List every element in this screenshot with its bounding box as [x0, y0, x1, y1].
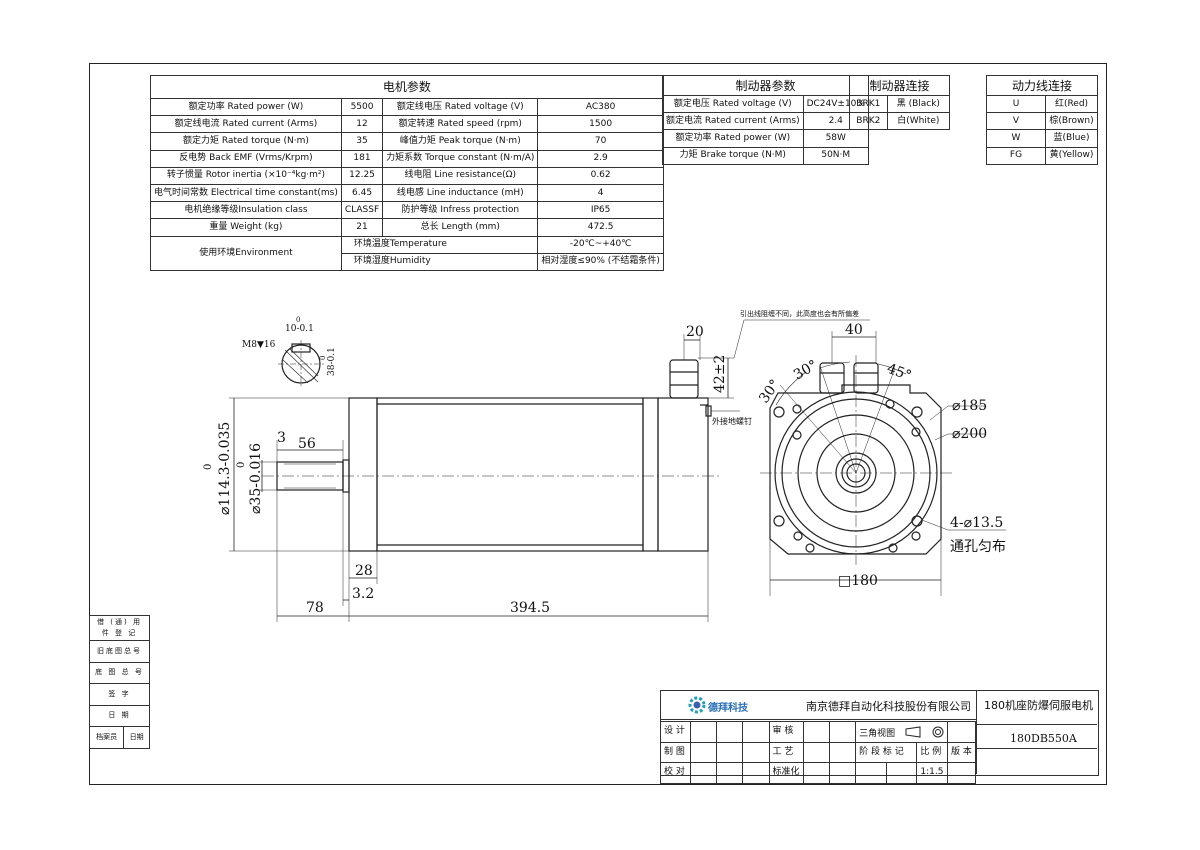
dim-angle-30b: 30° — [791, 357, 821, 383]
motor-rear-cap — [642, 397, 659, 552]
dim-square-180: □180 — [838, 573, 878, 589]
dim-width-40: 40 — [845, 322, 863, 338]
dim-shaft-key: M8▼16 — [242, 340, 276, 350]
strip-archivist: 档案员 — [88, 726, 125, 749]
dim-shaft-tol: 0 — [236, 462, 247, 468]
motor-rear-end — [657, 397, 709, 552]
dim-diameter-200: ⌀200 — [952, 426, 987, 442]
dim-len-3945: 394.5 — [510, 600, 550, 616]
dim-height-42: 42±2 — [712, 355, 728, 393]
projection-symbol-icon — [905, 726, 944, 738]
dim-key-width-tol: 0 — [296, 316, 300, 324]
title-block-grid: 设 计 审 核 三角视图 制 图 工 艺 阶 段 标 记 比 例 版 本 校 对… — [660, 721, 976, 784]
strip-archive-date: 日期 — [123, 726, 150, 749]
dim-holes-note: 通孔匀布 — [950, 539, 1006, 555]
product-title: 180机座防爆伺服电机 — [984, 699, 1093, 712]
env-humidity-value: 相对湿度≤90% (不结霜条件) — [537, 252, 664, 271]
note-cable: 引出线阻缠不同，此高度也会有所偏差 — [740, 309, 859, 318]
brake-wire-value: 白(White) — [886, 112, 951, 131]
dim-step-3: 3 — [277, 430, 286, 446]
front-connector-1 — [819, 362, 845, 394]
dim-angle-45: 45° — [885, 361, 914, 385]
dim-width-20: 20 — [686, 324, 704, 340]
logo-text: 德拜科技 — [708, 703, 748, 714]
brake-param-value: 50N·M — [802, 146, 869, 165]
env-humidity-label: 环境湿度Humidity — [340, 252, 539, 271]
dim-len-32: 3.2 — [352, 586, 374, 602]
connector-body — [669, 359, 699, 399]
dim-spigot-tol: 0 — [203, 464, 214, 470]
brake-wiring-title: 制动器连接 — [849, 75, 950, 96]
model-number: 180DB550A — [1010, 732, 1077, 745]
left-record-strip: 借 (通) 用件 登 记 旧底图总号 底 图 总 号 签 字 日 期 档案员日期 — [88, 615, 150, 749]
dim-shaft-diameter: ⌀35-0.016 — [248, 443, 264, 514]
dim-len-78: 78 — [306, 600, 324, 616]
dim-key-depth-tol: 0 — [319, 356, 327, 360]
dim-len-28: 28 — [355, 563, 373, 579]
env-label: 使用环境Environment — [150, 235, 342, 271]
version-label: 版 本 — [947, 741, 976, 763]
dim-key-width: 10-0.1 — [285, 324, 314, 334]
dim-angle-30a: 30° — [756, 377, 783, 407]
power-wire-value: 黄(Yellow) — [1045, 146, 1098, 165]
title-block-company-row — [660, 690, 977, 720]
dim-diameter-185: ⌀185 — [952, 398, 987, 414]
company-logo: 德拜科技 — [688, 696, 758, 714]
company-name: 南京德拜自动化科技股份有限公司 — [806, 700, 971, 713]
power-wire-label: FG — [985, 146, 1047, 165]
brake-param-row: 力矩 Brake torque (N·M)50N·M — [662, 146, 869, 165]
motor-flange — [348, 397, 378, 552]
brake-param-label: 力矩 Brake torque (N·M) — [662, 146, 804, 165]
stage-label: 阶 段 标 记 — [855, 741, 918, 763]
note-ground-screw: 外接地螺钉 — [712, 416, 752, 426]
dim-spigot-diameter: ⌀114.3-0.035 — [217, 422, 233, 515]
drawing-frame — [89, 63, 1107, 785]
motor-body — [376, 397, 644, 552]
gear-logo-icon — [688, 696, 706, 714]
dim-key-depth: 38-0.1 — [327, 347, 337, 376]
dim-len-56: 56 — [298, 436, 316, 452]
strip-borrow: 借 (通) 用件 登 记 — [89, 615, 150, 641]
dim-holes: 4-⌀13.5 — [950, 515, 1003, 531]
front-connector-2 — [853, 362, 879, 394]
